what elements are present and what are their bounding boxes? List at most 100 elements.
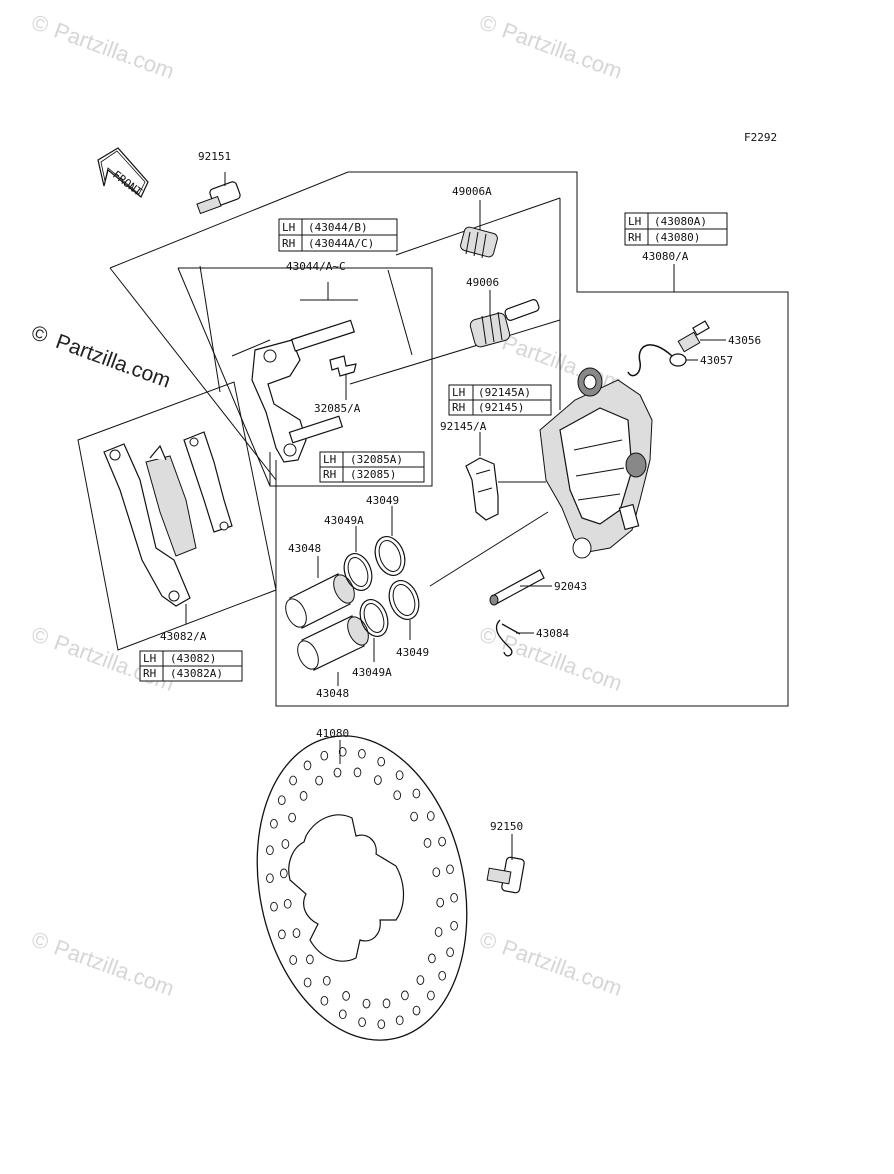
disc-hole	[292, 928, 301, 938]
piston-43048-bottom-icon	[297, 615, 369, 686]
table-side: RH	[452, 401, 465, 414]
disc-hole	[303, 760, 312, 771]
figure-code: F2292	[744, 131, 777, 144]
label-92150: 92150	[490, 820, 523, 833]
disc-hole	[395, 770, 404, 781]
disc-hole	[434, 927, 443, 937]
disc-hole	[283, 898, 292, 909]
clip-43084-icon	[495, 619, 534, 657]
disc-hole	[412, 788, 421, 799]
label-43056: 43056	[728, 334, 761, 347]
table-part: (92145A)	[478, 386, 531, 399]
cap-43057-icon	[627, 344, 698, 377]
disc-hole	[450, 920, 458, 931]
disc-hole	[377, 756, 386, 767]
bleeder-43056-icon	[677, 320, 726, 353]
disc-hole	[279, 868, 288, 879]
label-43082: 43082/A	[160, 630, 207, 643]
table-side: LH	[143, 652, 156, 665]
boot-49006-icon	[469, 290, 540, 348]
seal-43049-top-icon	[374, 506, 406, 576]
disc-hole	[288, 812, 296, 823]
disc-hole	[315, 775, 323, 786]
table-part: (92145)	[478, 401, 524, 414]
disc-hole	[432, 867, 441, 878]
disc-hole	[289, 955, 298, 965]
disc-hole	[333, 767, 342, 778]
label-41080: 41080	[316, 727, 349, 740]
disc-hole	[362, 998, 371, 1009]
table-part: (32085A)	[350, 453, 403, 466]
label-32085: 32085/A	[314, 402, 361, 415]
pin-92043-icon	[489, 569, 552, 606]
seal-43049-bottom-icon	[388, 580, 420, 640]
table-side: RH	[143, 667, 156, 680]
caliper-43080-icon	[539, 367, 653, 559]
brake-disc-41080-icon	[256, 735, 468, 1041]
disc-hole	[353, 767, 362, 778]
disc-hole	[438, 970, 447, 981]
label-92145: 92145/A	[440, 420, 487, 433]
disc-hole	[382, 998, 391, 1009]
disc-hole	[338, 1009, 347, 1020]
disc-hole	[401, 990, 409, 1001]
table-side: RH	[282, 237, 295, 250]
watermark: © Partzilla.com	[28, 926, 177, 1001]
table-side: RH	[323, 468, 336, 481]
table-side: LH	[282, 221, 295, 234]
label-43049-bottom: 43049	[396, 646, 429, 659]
label-43057: 43057	[700, 354, 733, 367]
table-32085: LH (32085A) RH (32085)	[319, 451, 425, 483]
table-43080: LH (43080A) RH (43080)	[624, 212, 728, 246]
watermark-text: Partzilla.com	[499, 934, 626, 1001]
table-part: (43082)	[170, 652, 216, 665]
disc-hole	[289, 775, 297, 786]
brake-pads-icon	[103, 431, 233, 624]
seal-43049a-top-icon	[343, 526, 373, 591]
watermark-text: Partzilla.com	[499, 17, 626, 84]
bracket-43044-icon	[251, 282, 358, 463]
disc-hole	[410, 811, 418, 822]
watermark-text: Partzilla.com	[51, 17, 178, 84]
disc-hole	[299, 791, 308, 801]
table-side: LH	[452, 386, 465, 399]
table-side: LH	[628, 215, 641, 228]
watermark-symbol: ©	[476, 9, 500, 38]
disc-hole	[278, 929, 286, 940]
boot-49006a-icon	[460, 200, 498, 259]
watermark-symbol: ©	[476, 926, 500, 955]
bolt-92150-icon	[486, 834, 525, 894]
watermark-symbol: ©	[28, 321, 51, 348]
disc-hole	[395, 1015, 404, 1026]
watermark: © Partzilla.com	[476, 9, 625, 84]
disc-hole	[446, 864, 454, 875]
table-43082: LH (43082) RH (43082A)	[139, 650, 243, 682]
disc-hole	[266, 873, 274, 884]
table-part: (43044/B)	[308, 221, 368, 234]
disc-hole	[377, 1019, 386, 1030]
disc-hole	[358, 1017, 366, 1028]
disc-hole	[270, 901, 278, 912]
disc-hole	[412, 1005, 421, 1016]
table-part: (43082A)	[170, 667, 223, 680]
disc-hole	[270, 818, 278, 829]
table-part: (43080A)	[654, 215, 707, 228]
label-43044: 43044/A~C	[286, 260, 346, 273]
piston-43048-top-icon	[285, 556, 355, 629]
disc-hole	[436, 897, 445, 908]
table-part: (43080)	[654, 231, 700, 244]
watermark-text: Partzilla.com	[51, 934, 178, 1001]
disc-hole	[416, 975, 425, 985]
label-92151: 92151	[198, 150, 231, 163]
watermark-prominent: © Partzilla.com	[28, 321, 173, 393]
seal-43049a-bottom-icon	[359, 599, 389, 662]
table-side: LH	[323, 453, 336, 466]
disc-hole	[446, 947, 454, 958]
disc-hole	[393, 790, 402, 801]
label-43048-top: 43048	[288, 542, 321, 555]
label-92043: 92043	[554, 580, 587, 593]
disc-hole	[438, 836, 446, 847]
label-43049a-bottom: 43049A	[352, 666, 392, 679]
disc-hole	[426, 811, 435, 821]
